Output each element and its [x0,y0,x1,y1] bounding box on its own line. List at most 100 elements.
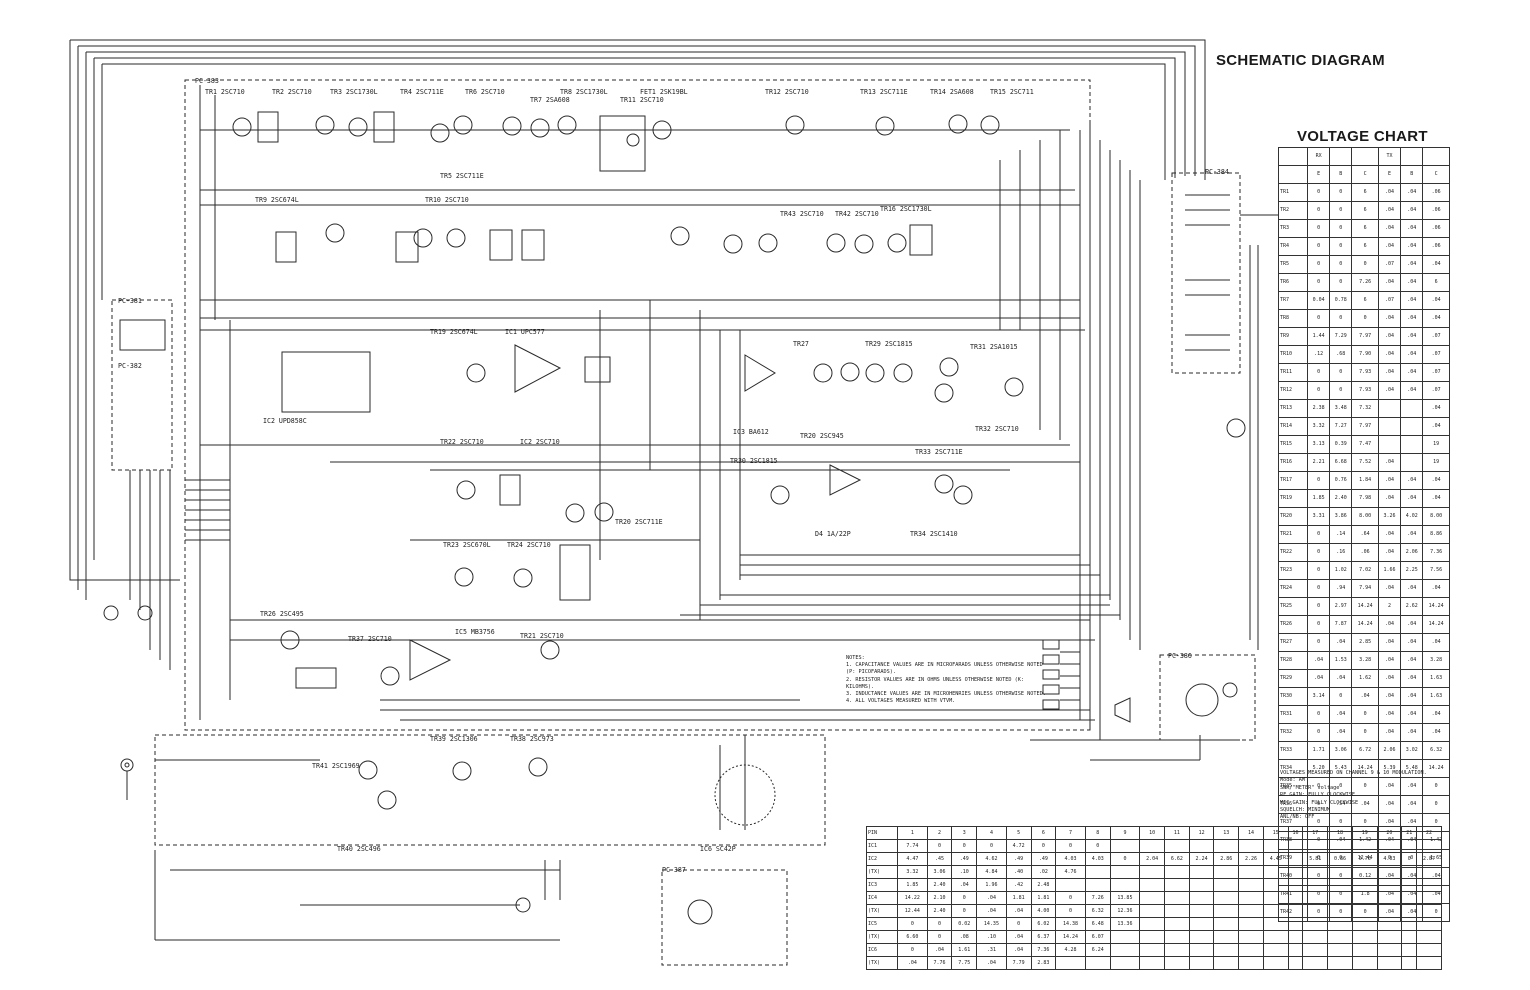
table-cell [1416,930,1442,944]
table-cell: 6.62 [1164,852,1190,866]
condition-line: MIC GAIN: FULLY CLOCKWISE [1280,799,1359,806]
table-cell: 14.24 [1055,930,1086,944]
table-cell [1287,956,1304,970]
table-cell: 0 [1306,237,1331,256]
table-cell: 7.97 [1351,327,1379,346]
header-cell: 11 [1164,826,1190,840]
table-cell: .04 [1422,489,1450,508]
table-cell: 1.85 [897,878,928,892]
table-cell [1055,878,1086,892]
table-cell: 0 [1306,471,1331,490]
table-cell: 0 [1329,255,1353,274]
table-cell: 6 [1351,291,1379,310]
table-cell: .04 [1400,327,1424,346]
table-cell: 1.81 [1005,891,1032,905]
table-cell: 3.86 [1329,507,1353,526]
table-cell [1287,891,1304,905]
table-cell: .04 [1329,723,1353,742]
header-cell: RX [1306,147,1331,166]
table-cell: .04 [1422,633,1450,652]
table-cell: .94 [1329,579,1353,598]
table-cell: 2.87 [1416,852,1442,866]
table-cell: 7.36 [1030,943,1057,957]
table-cell [1238,904,1264,918]
table-cell [1351,839,1378,853]
table-cell [1351,904,1378,918]
component-label: TR24 2SC710 [507,541,551,549]
table-cell: 12.36 [1109,904,1141,918]
table-cell: 7.52 [1351,453,1379,472]
table-cell [1084,865,1111,879]
header-cell: 6 [1030,826,1057,840]
condition-line: ANL/NB: OFF [1280,814,1315,821]
table-cell [1164,930,1190,944]
table-cell: 0 [1306,219,1331,238]
header-cell: 14 [1238,826,1264,840]
table-cell: TR26 [1278,615,1308,634]
table-cell: .04 [1400,201,1424,220]
component-label: TR3 2SC1730L [330,88,378,96]
component-label: TR16 2SC1730L [880,205,932,213]
table-cell [1238,943,1264,957]
table-cell: 7.26 [1351,273,1379,292]
table-cell: 0 [1306,723,1331,742]
table-cell: 7.94 [1351,579,1379,598]
table-cell [1055,956,1086,970]
table-cell: .04 [1377,219,1402,238]
table-cell [1416,878,1442,892]
table-cell: .04 [1377,363,1402,382]
table-cell: .04 [1400,723,1424,742]
table-cell [1139,891,1165,905]
note-line: 2. RESISTOR VALUES ARE IN OHMS UNLESS OT… [846,676,1025,690]
table-cell [1287,865,1304,879]
table-cell [1400,435,1424,454]
table-cell: IC2 [866,852,898,866]
table-cell: .04 [1400,381,1424,400]
table-cell [1302,891,1329,905]
table-cell: 19 [1422,453,1450,472]
table-cell: 0 [1351,705,1379,724]
table-cell: 7.76 [926,956,953,970]
table-cell: 0 [926,839,953,853]
table-cell: .08 [951,930,978,944]
table-cell [1084,956,1111,970]
table-cell [1351,878,1378,892]
table-cell: 0 [1351,309,1379,328]
condition-line: SWR/"METER" voltage [1280,784,1340,791]
component-label: IC2 2SC710 [520,438,560,446]
table-cell: 4.28 [1055,943,1086,957]
table-cell: .04 [1422,291,1450,310]
table-cell [1238,865,1264,879]
table-cell: 4.02 [1400,507,1424,526]
table-cell: TR9 [1278,327,1308,346]
table-cell [1416,839,1442,853]
table-cell: 1.62 [1351,669,1379,688]
header-cell: PIN [866,826,898,840]
table-cell [1213,943,1240,957]
table-cell: .04 [926,943,953,957]
table-cell: 2.21 [1306,453,1331,472]
table-cell: .04 [1351,687,1379,706]
table-cell [1351,930,1378,944]
table-cell: 3.14 [1306,687,1331,706]
table-cell: 3.13 [1306,435,1331,454]
component-label: TR15 2SC711 [990,88,1034,96]
header-cell: TX [1377,147,1402,166]
table-cell: .04 [1422,705,1450,724]
component-label: TR6 2SC710 [465,88,505,96]
component-label: TR13 2SC711E [860,88,908,96]
table-cell: TR28 [1278,651,1308,670]
table-cell: .49 [1005,852,1032,866]
